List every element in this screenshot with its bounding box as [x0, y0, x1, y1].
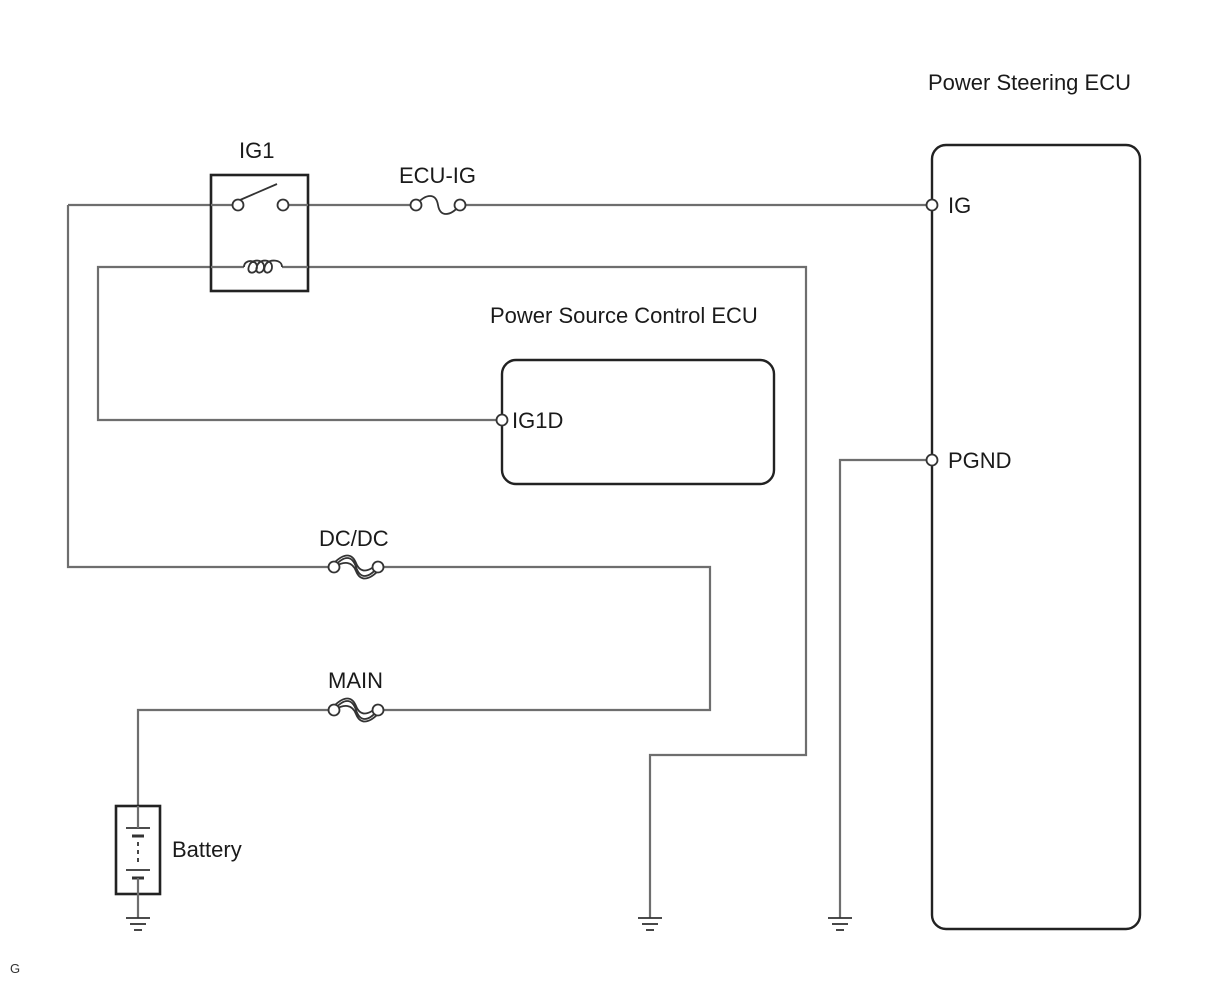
fuse-ecu-ig-terminal-left [409, 198, 423, 212]
terminal-ig-connector [925, 198, 939, 212]
relay-ig1-label: IG1 [239, 138, 274, 163]
fuse-main-terminal-right [371, 703, 385, 717]
relay-coil-icon [243, 259, 283, 274]
wire-left-rail [66, 205, 328, 569]
terminal-pgnd-connector [925, 453, 939, 467]
fuse-ecu-ig: ECU-IG [399, 163, 476, 215]
relay-ig1-box [209, 173, 310, 293]
fuse-ecu-ig-label: ECU-IG [399, 163, 476, 188]
battery-label: Battery [172, 837, 242, 862]
wire-dcdc-to-main [384, 565, 712, 712]
terminal-ig1d-connector [495, 413, 509, 427]
power-source-control-ecu-label: Power Source Control ECU [490, 303, 758, 328]
terminal-ig1d-label: IG1D [512, 408, 563, 433]
fuse-main-terminal-left [327, 703, 341, 717]
fuse-dcdc-terminal-left [327, 560, 341, 574]
fuse-dcdc-label: DC/DC [319, 526, 389, 551]
fuse-main-icon [333, 697, 379, 723]
ground-battery-icon [126, 917, 150, 931]
fuse-ecu-ig-terminal-right [453, 198, 467, 212]
relay-ig1: IG1 [209, 138, 310, 293]
corner-mark: G [10, 961, 20, 976]
terminal-ig-label: IG [948, 193, 971, 218]
fuse-ecu-ig-icon [415, 195, 461, 215]
ground-pgnd-icon [828, 917, 852, 931]
fuse-dcdc-terminal-right [371, 560, 385, 574]
relay-switch-blade [239, 183, 278, 201]
terminal-pgnd-label: PGND [948, 448, 1012, 473]
power-steering-ecu-label: Power Steering ECU [928, 70, 1131, 95]
relay-switch-contact-left [231, 198, 245, 212]
ground-coil-icon [638, 917, 662, 931]
fuse-dcdc: DC/DC [319, 526, 389, 580]
fuse-main-label: MAIN [328, 668, 383, 693]
wire-pgnd-ground [838, 458, 926, 918]
wire-coil-right [282, 265, 808, 918]
wires [66, 203, 926, 918]
wire-coil-left [96, 265, 496, 422]
power-source-control-ecu: Power Source Control ECU IG1D [490, 303, 776, 486]
power-steering-ecu: Power Steering ECU IG PGND [925, 70, 1142, 931]
power-steering-ecu-box [930, 143, 1142, 931]
relay-switch-contact-right [276, 198, 290, 212]
fuse-main: MAIN [327, 668, 385, 723]
wire-main-to-battery [136, 708, 328, 806]
battery: Battery [114, 804, 242, 918]
fuse-dcdc-icon [333, 554, 379, 580]
